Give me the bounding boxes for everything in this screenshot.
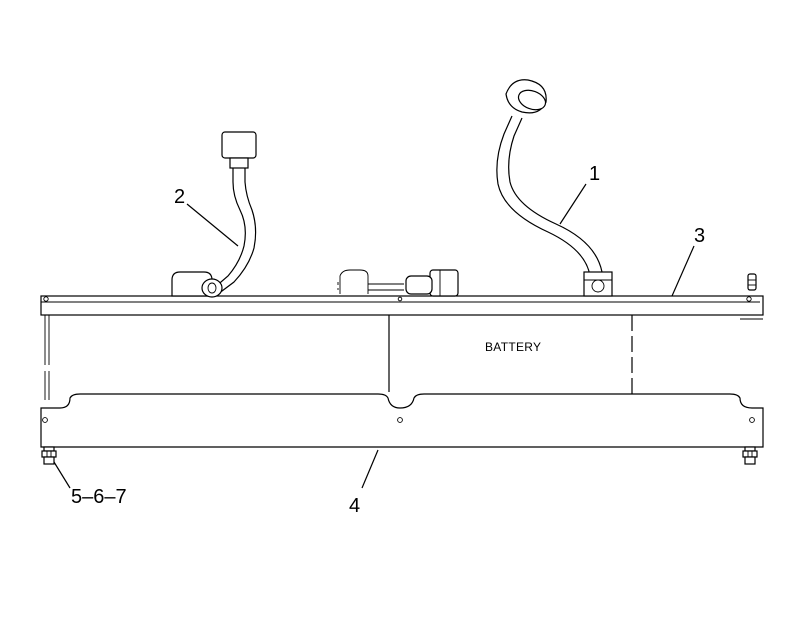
battery-terminal-middle-left — [337, 269, 404, 294]
battery-body: BATTERY — [44, 315, 633, 400]
bolt-nut-left — [41, 446, 57, 465]
battery-label: BATTERY — [485, 340, 541, 354]
callout-3: 3 — [694, 225, 705, 247]
cable-2 — [171, 131, 257, 298]
callout-5-6-7: 5–6–7 — [71, 486, 127, 508]
top-retainer-bar — [40, 295, 764, 320]
bolt-nut-right — [742, 446, 758, 465]
leader-lines — [53, 183, 695, 489]
top-right-stud — [747, 273, 757, 291]
battery-terminal-middle-right — [405, 269, 459, 297]
callout-1: 1 — [589, 163, 600, 185]
callout-2: 2 — [174, 186, 185, 208]
bottom-tray — [40, 393, 764, 448]
cable-1 — [496, 79, 613, 297]
callout-4: 4 — [349, 495, 360, 517]
